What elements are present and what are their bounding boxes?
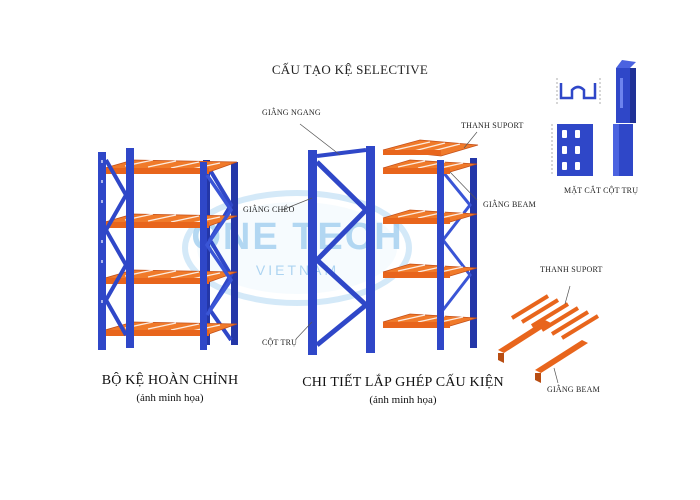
frame-detail-illustration <box>308 146 375 355</box>
loose-parts-illustration <box>498 294 600 383</box>
caption-complete-rack: BỘ KỆ HOÀN CHỈNH (ảnh minh họa) <box>60 373 280 404</box>
diagram-title: CẤU TẠO KỆ SELECTIVE <box>271 62 429 77</box>
onetech-watermark: ONE TECH VIETNAM <box>180 188 415 308</box>
label-thanh-suport-bottom: THANH SUPORT <box>540 265 603 274</box>
label-giang-ngang: GIẰNG NGANG <box>262 108 321 117</box>
complete-rack-illustration <box>98 148 238 350</box>
caption-assembly-details: CHI TIẾT LẮP GHÉP CẤU KIỆN (ảnh minh họa… <box>283 375 523 406</box>
label-cot-tru: CỘT TRỤ <box>262 338 298 347</box>
label-thanh-suport-top: THANH SUPORT <box>461 121 524 130</box>
column-section-illustration <box>551 60 636 176</box>
assembly-detail-illustration <box>382 139 479 350</box>
caption-details-main: CHI TIẾT LẮP GHÉP CẤU KIỆN <box>302 375 504 390</box>
label-giang-beam-top: GIẰNG BEAM <box>483 200 536 209</box>
label-mat-cat-cot-tru: MẶT CẮT CỘT TRỤ <box>564 186 639 195</box>
caption-details-sub: (ảnh minh họa) <box>369 394 437 406</box>
caption-complete-main: BỘ KỆ HOÀN CHỈNH <box>101 373 239 388</box>
watermark-logo-icon <box>182 190 412 306</box>
caption-complete-sub: (ảnh minh họa) <box>136 392 204 404</box>
label-giang-cheo: GIẰNG CHÉO <box>243 205 295 214</box>
label-giang-beam-bottom: GIẰNG BEAM <box>547 385 600 394</box>
